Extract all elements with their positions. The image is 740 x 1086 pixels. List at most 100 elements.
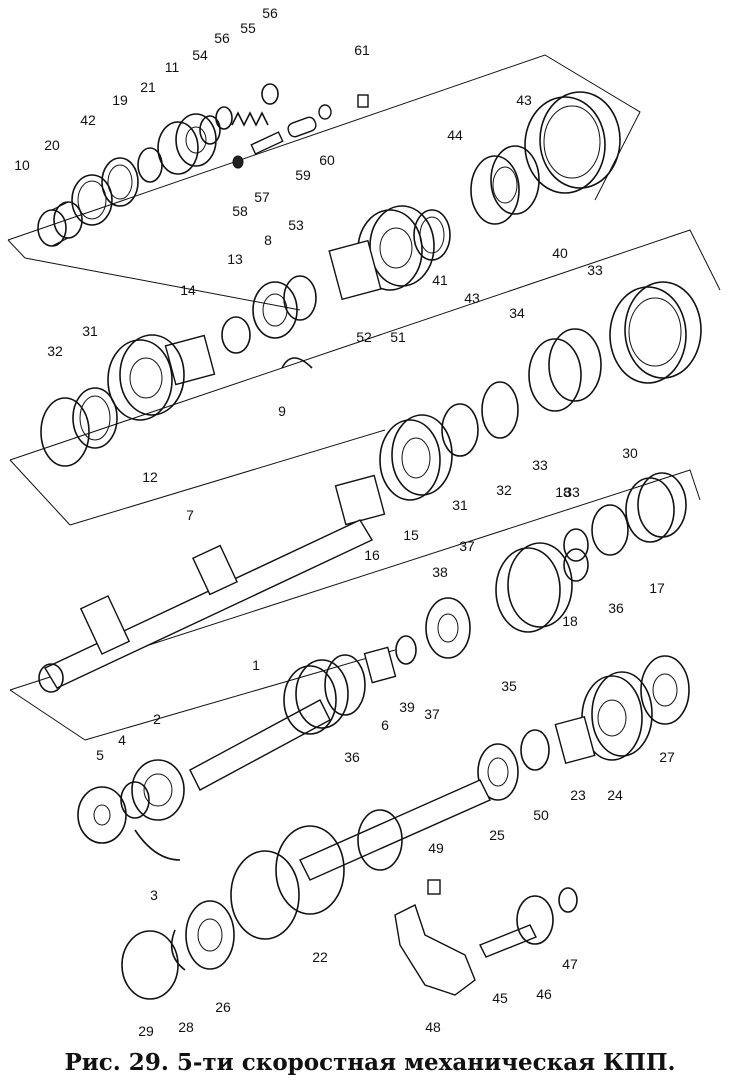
callout-label: 5 [96,747,104,763]
callout-label: 6 [381,717,389,733]
callout-label: 36 [608,600,624,616]
bearing-25 [477,743,519,801]
callout-label: 50 [533,807,549,823]
gear-12 [107,334,185,421]
callout-label: 26 [215,999,231,1015]
callout-label: 18 [562,613,578,629]
callout-label: 32 [47,343,63,359]
callout-label: 3 [150,887,158,903]
callout-label: 17 [649,580,665,596]
callout-label: 32 [496,482,512,498]
callout-label: 52 [356,329,372,345]
callout-label: 34 [509,305,525,321]
callout-label: 47 [562,956,578,972]
callout-label: 56 [262,5,278,21]
callout-label: 36 [344,749,360,765]
shaft-45 [479,924,537,958]
callout-label: 11 [165,59,180,75]
callout-label: 48 [425,1019,441,1035]
callout-label: 10 [14,157,30,173]
callout-label: 27 [659,749,675,765]
bearing-14 [164,334,216,386]
callout-label: 31 [452,497,468,513]
callout-label: 51 [390,329,406,345]
callout-label: 53 [288,217,304,233]
callout-label: 59 [295,167,311,183]
mainshaft-7 [38,519,373,693]
nut-60 [318,104,332,120]
gear-46 [516,895,554,945]
washer-39 [395,635,417,665]
input-shaft-1 [189,659,349,791]
callout-label: 55 [240,20,256,36]
callout-label: 54 [192,47,208,63]
hub-gear-group3 [425,597,471,659]
hub-gear-group1 [470,145,540,225]
bearing-27 [640,655,690,725]
callout-label: 19 [112,92,128,108]
callout-label: 20 [44,137,60,153]
synchro-ring-31-b [441,403,479,457]
gear-sleeve-30 [609,281,702,384]
callout-label: 23 [570,787,586,803]
bearing-2 [131,759,185,821]
callout-label: 49 [428,840,444,856]
snap-ring-32-b [481,381,519,439]
callout-label: 57 [254,189,270,205]
callout-label: 14 [180,282,196,298]
callout-label: 38 [432,564,448,580]
countershaft-22 [230,779,491,940]
exploded-gearbox-diagram: 1020421921115456555661575859604344404143… [7,5,721,1039]
gear-17 [625,472,687,543]
bearing-26 [185,900,235,970]
synchro-ring-31 [72,387,118,449]
snap-ring-3 [134,829,181,861]
group-outline-mainshaft-gears [9,229,721,461]
callout-label: 2 [153,711,161,727]
bearing-6 [363,646,397,684]
sleeve-23 [554,715,596,765]
callout-label: 37 [424,706,440,722]
callout-label: 31 [82,323,98,339]
bearing-16 [334,474,386,526]
seal-54 [199,115,221,145]
washer-53 [283,275,317,321]
gear-50 [520,729,550,771]
callout-label: 41 [432,272,448,288]
figure-caption: Рис. 29. 5-ти скоростная механическая КП… [64,1049,676,1076]
callout-label: 40 [552,245,568,261]
ring-36-b [324,654,366,716]
callout-label: 46 [536,986,552,1002]
gear-sleeve-40 [524,91,621,194]
callout-label: 25 [489,827,505,843]
callout-labels: 1020421921115456555661575859604344404143… [14,5,675,1039]
spring-55 [231,111,269,127]
callout-label: 43 [516,92,532,108]
ring-56b [261,83,279,105]
callout-label: 13 [227,251,243,267]
callout-label: 56 [214,30,230,46]
snap-ring-28 [170,929,186,971]
callout-label: 45 [492,990,508,1006]
bolt-61 [357,94,369,108]
pin-57 [250,131,284,155]
ring-56a [215,106,233,130]
bearing-8 [252,281,298,339]
callout-label: 58 [232,203,248,219]
ring-42 [71,174,113,226]
bolt-49 [427,879,441,895]
callout-label: 8 [264,232,272,248]
snap-ring-9 [281,357,313,369]
callout-label: 44 [447,127,463,143]
callout-label: 28 [178,1019,194,1035]
callout-label: 16 [364,547,380,563]
washer-58 [232,155,244,169]
snap-ring-4 [120,781,150,819]
callout-label: 39 [399,699,415,715]
callout-label: 15 [403,527,419,543]
callout-label: 4 [118,732,126,748]
hub-gear-group2 [528,328,602,412]
bracket-48 [394,904,476,996]
callout-label: 22 [312,949,328,965]
group-outline-mainshaft [9,469,701,691]
